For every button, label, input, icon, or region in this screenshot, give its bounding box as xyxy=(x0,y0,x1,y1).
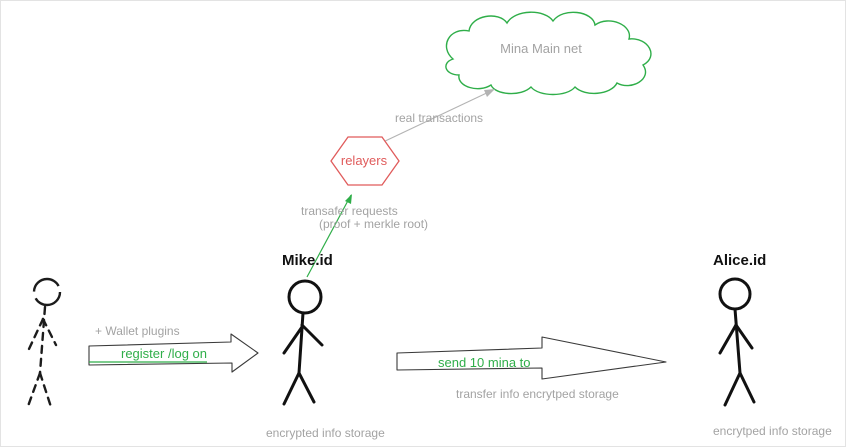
mike-arm-right xyxy=(300,323,324,347)
mike-arm-left xyxy=(282,325,304,355)
alice-name-label: Alice.id xyxy=(713,252,766,269)
wallet-plugins-label: + Wallet plugins xyxy=(95,324,180,338)
transfer-requests-sublabel: (proof + merkle root) xyxy=(319,217,428,231)
send-mina-arrow: send 10 mina to transfer info encrytped … xyxy=(396,336,667,401)
user-arm-left xyxy=(27,317,45,351)
transfer-info-label: transfer info encrytped storage xyxy=(456,387,619,401)
alice-leg-right xyxy=(738,371,756,404)
mike-leg-left xyxy=(282,371,301,406)
transfer-requests-arrow: transafer requests (proof + merkle root) xyxy=(301,194,428,278)
alice-storage-label: encrytped info storage xyxy=(713,424,832,438)
mike-leg-right xyxy=(297,371,316,404)
mina-mainnet-cloud: Mina Main net xyxy=(445,11,652,96)
alice-body xyxy=(733,307,742,375)
relayers-label: relayers xyxy=(341,153,388,168)
alice-arm-left xyxy=(718,323,738,355)
register-arrow: + Wallet plugins register /log on xyxy=(88,324,259,373)
mike-name-label: Mike.id xyxy=(282,252,333,269)
user-leg-right xyxy=(38,371,53,409)
mike-storage-label: encrypted info storage xyxy=(266,426,385,440)
user-head-icon xyxy=(32,277,62,307)
alice-head-icon xyxy=(718,277,752,311)
alice-leg-left xyxy=(723,371,742,407)
alice-arm-right xyxy=(734,323,754,350)
send-mina-label: send 10 mina to xyxy=(438,355,531,370)
real-transactions-line xyxy=(380,89,494,144)
register-label: register /log on xyxy=(121,346,207,361)
relayers-node: relayers xyxy=(330,136,400,186)
cloud-icon xyxy=(445,11,652,96)
transfer-requests-arrowhead-icon xyxy=(345,194,352,204)
hexagon-icon xyxy=(330,136,400,186)
mike-stick-figure: Mike.id encrypted info storage xyxy=(266,252,385,440)
send-block-arrow-icon xyxy=(396,336,667,380)
real-transactions-label: real transactions xyxy=(395,111,483,125)
cloud-label: Mina Main net xyxy=(500,41,582,56)
user-stick-figure xyxy=(25,277,62,411)
alice-stick-figure: Alice.id encrytped info storage xyxy=(713,252,832,438)
transfer-requests-line xyxy=(306,194,352,278)
real-transactions-arrow: real transactions xyxy=(380,89,495,144)
transfer-requests-label: transafer requests xyxy=(301,204,398,218)
mike-body xyxy=(297,311,305,375)
user-arm-right xyxy=(41,317,58,347)
user-leg-left xyxy=(25,371,42,411)
user-body xyxy=(38,305,47,375)
mike-head-icon xyxy=(287,279,323,315)
real-transactions-arrowhead-icon xyxy=(484,89,495,97)
